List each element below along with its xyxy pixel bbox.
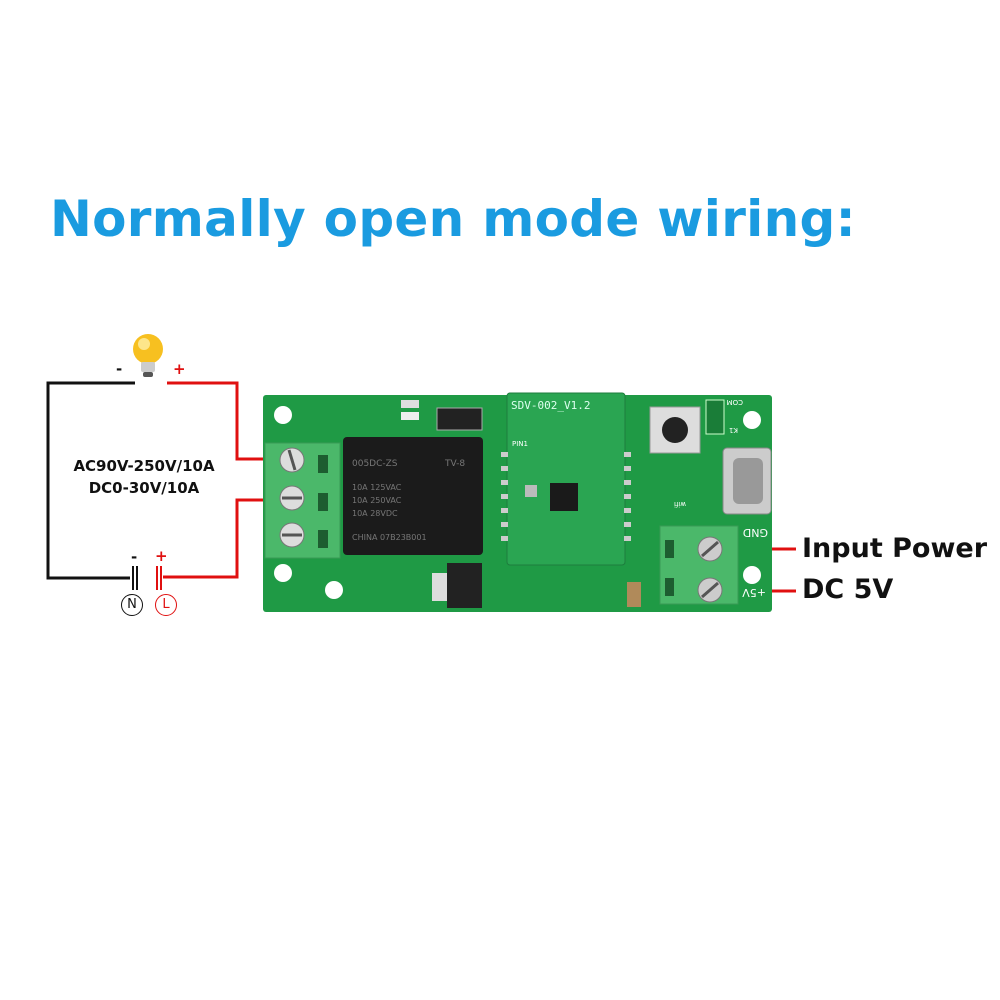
rating-dc: DC0-30V/10A	[88, 479, 200, 497]
input-power-label: Input Power	[802, 533, 988, 564]
gnd-label: GND	[743, 526, 768, 539]
page-title: Normally open mode wiring:	[50, 190, 856, 248]
bulb-minus-label: -	[116, 360, 123, 378]
source-minus-label: -	[131, 548, 138, 566]
source-plus-label: +	[155, 547, 168, 565]
neutral-wire	[46, 381, 135, 580]
load-rating: AC90V-250V/10A DC0-30V/10A	[52, 455, 236, 499]
relay-serial: CHINA 07B23B001	[352, 533, 427, 542]
relay-rating-3: 10A 28VDC	[352, 509, 398, 518]
dc5v-label: DC 5V	[802, 574, 894, 605]
relay-terminal-block	[264, 442, 341, 559]
light-bulb-icon	[133, 334, 163, 377]
reset-button[interactable]	[649, 406, 701, 454]
relay: 005DC-ZS TV-8 10A 125VAC 10A 250VAC 10A …	[343, 437, 483, 555]
relay-board: 005DC-ZS TV-8 10A 125VAC 10A 250VAC 10A …	[263, 392, 772, 612]
k1-label: K1	[729, 426, 738, 434]
relay-rating-1: 10A 125VAC	[352, 483, 402, 492]
relay-model: 005DC-ZS	[352, 459, 398, 469]
module-label: SDV-002_V1.2	[511, 399, 591, 412]
live-label: L	[155, 594, 177, 616]
relay-code: TV-8	[444, 459, 465, 469]
power-terminal-block	[659, 525, 739, 605]
wifi-label: wifi	[674, 500, 686, 508]
power-source-symbol	[132, 566, 162, 590]
bulb-plus-label: +	[173, 360, 186, 378]
wifi-module: PIN1	[501, 392, 631, 566]
rating-ac: AC90V-250V/10A	[73, 457, 215, 475]
pin1-label: PIN1	[512, 440, 528, 448]
relay-rating-2: 10A 250VAC	[352, 496, 402, 505]
usb-c-port[interactable]	[722, 447, 772, 515]
com-label: COM	[727, 398, 743, 406]
plus5v-label: +5V	[742, 586, 766, 599]
neutral-label: N	[121, 594, 143, 616]
